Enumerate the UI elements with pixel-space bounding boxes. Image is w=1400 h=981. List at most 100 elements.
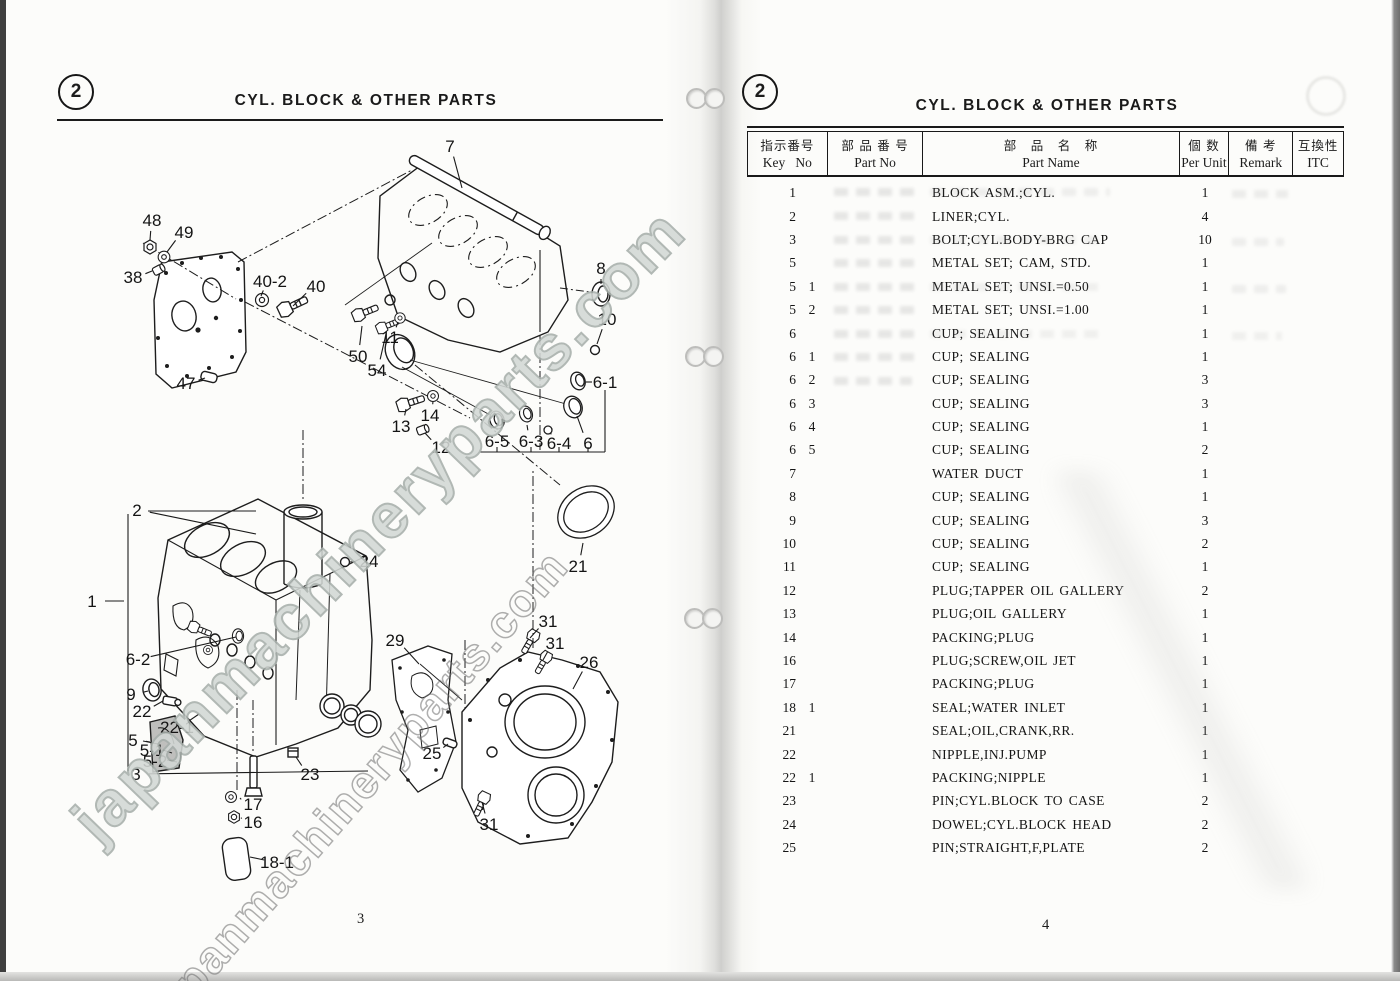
- callout-label: 3: [131, 765, 140, 784]
- callout-label: 38: [124, 268, 143, 287]
- cell-name: BLOCK ASM.;CYL.: [932, 185, 1056, 201]
- part-sealing-cups: [414, 364, 615, 539]
- cell-qty: 1: [1201, 676, 1209, 692]
- callout-leader: [529, 628, 539, 639]
- callout-label: 5-2: [143, 752, 168, 771]
- cell-qty: 1: [1201, 699, 1209, 715]
- part-front-plate: [142, 169, 471, 419]
- table-top-rule: [747, 126, 1344, 128]
- callout-label: 21: [569, 557, 588, 576]
- part-seal-plate: [221, 836, 252, 882]
- callout-label: 12: [432, 438, 451, 457]
- part-cyl-liner: [283, 504, 323, 589]
- bleedthrough-smudge: [834, 353, 918, 361]
- callout-label: 2: [132, 501, 141, 520]
- cell-key: 6: [789, 395, 796, 411]
- callout-label: 47: [177, 374, 196, 393]
- callout-leader: [149, 230, 152, 241]
- bleedthrough-smudge: [930, 283, 1106, 291]
- cell-name: PLUG;SCREW,OIL JET: [932, 653, 1076, 668]
- callout-label: 11: [381, 328, 399, 347]
- callout-leader: [143, 690, 149, 693]
- cell-qty: 1: [1201, 325, 1209, 341]
- callout-label: 17: [244, 795, 263, 814]
- callout-leader: [153, 700, 164, 707]
- cell-key: 24: [782, 816, 797, 832]
- cell-key: 5: [789, 302, 796, 318]
- binder-hole: [704, 88, 725, 109]
- bleedthrough-smudge: [1232, 238, 1284, 246]
- cell-key: 6: [789, 348, 796, 364]
- callout-label: 5-1: [140, 741, 165, 760]
- cell-qty: 1: [1201, 419, 1209, 435]
- bleedthrough-smudge: [834, 188, 920, 196]
- cell-no: 1: [808, 699, 816, 715]
- cell-qty: 1: [1201, 489, 1209, 505]
- callout-leader: [481, 801, 486, 814]
- cell-key: 21: [782, 723, 797, 739]
- bleedthrough-smudge: [930, 236, 1100, 244]
- cell-qty: 2: [1201, 536, 1209, 552]
- callout-label: 24: [360, 552, 379, 571]
- cell-qty: 1: [1201, 769, 1209, 785]
- cell-qty: 2: [1201, 816, 1209, 832]
- table-header-row: 指示番号 Key No 部 品 番 号 Part No 部 品 名 称 Part…: [747, 130, 1344, 177]
- cell-qty: 1: [1201, 653, 1209, 668]
- callout-label: 31: [480, 815, 499, 834]
- callout-leader: [403, 647, 420, 665]
- callout-leader: [239, 797, 242, 800]
- callout-label: 31: [546, 634, 565, 653]
- callout-leader: [526, 424, 529, 431]
- callout-label: 40-2: [253, 272, 287, 291]
- callout-leader: [379, 333, 387, 360]
- cell-qty: 10: [1198, 231, 1212, 247]
- callout-leader: [260, 290, 264, 297]
- cell-no: 1: [808, 769, 816, 785]
- callout-leader: [292, 292, 307, 307]
- page-title: CYL. BLOCK & OTHER PARTS: [234, 92, 498, 109]
- cell-key: 8: [789, 489, 796, 505]
- page-number-left: 3: [357, 911, 365, 927]
- cell-name: CUP; SEALING: [932, 348, 1030, 364]
- callout-label: 8: [596, 259, 605, 278]
- cell-key: 5: [789, 255, 796, 271]
- binder-hole: [702, 608, 723, 629]
- cell-qty: 1: [1201, 629, 1209, 645]
- parts-table: 指示番号 Key No 部 品 番 号 Part No 部 品 名 称 Part…: [747, 126, 1344, 860]
- cell-key: 22: [782, 769, 797, 785]
- col-header-part-name: 部 品 名 称 Part Name: [923, 131, 1180, 175]
- col-header-remark: 備 考 Remark: [1229, 131, 1294, 175]
- col-header-key: 指示番号 Key No: [748, 131, 828, 175]
- section-number-badge: 2: [742, 74, 778, 110]
- cell-name: CUP; SEALING: [932, 559, 1030, 575]
- callout-label: 13: [392, 417, 411, 436]
- part-water-duct-rod: [408, 154, 551, 241]
- callout-leader: [145, 270, 153, 275]
- cell-qty: 3: [1201, 372, 1209, 388]
- cell-key: 6: [789, 325, 796, 341]
- cell-name: CUP; SEALING: [932, 536, 1030, 552]
- callout-leader: [149, 511, 257, 535]
- callout-label: 50: [349, 347, 368, 366]
- cell-key: 11: [783, 559, 796, 575]
- callout-leader: [359, 325, 363, 346]
- cell-qty: 2: [1201, 582, 1209, 598]
- callout-leader: [580, 542, 584, 556]
- callout-leader: [572, 671, 583, 690]
- callout-leader: [145, 740, 151, 743]
- callout-label: 49: [175, 223, 194, 242]
- callout-label: 10: [598, 310, 617, 329]
- bleedthrough-smudge: [834, 330, 914, 338]
